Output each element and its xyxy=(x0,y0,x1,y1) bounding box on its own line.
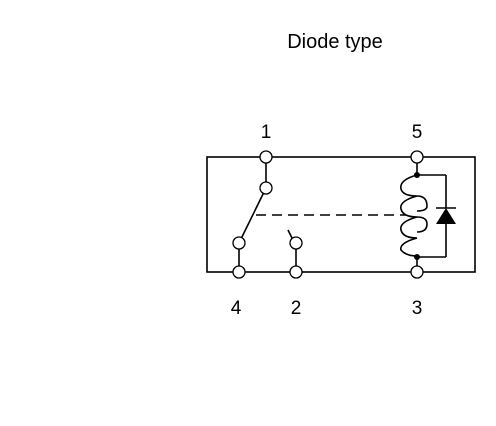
package-outline xyxy=(206,156,476,273)
pin-label-2: 2 xyxy=(291,298,302,319)
terminal-pin-4 xyxy=(232,265,246,279)
diode-triangle-icon xyxy=(436,208,456,224)
terminal-common xyxy=(259,181,273,195)
terminal-contact-2 xyxy=(289,236,303,250)
junction-dot-top xyxy=(414,172,420,178)
pin-label-5: 5 xyxy=(412,122,423,143)
diagram-title: Diode type xyxy=(287,31,383,53)
pin-label-3: 3 xyxy=(412,298,423,319)
junction-dot-bottom xyxy=(414,254,420,260)
terminal-pin-3 xyxy=(410,265,424,279)
pin-label-4: 4 xyxy=(231,298,242,319)
pin-label-1: 1 xyxy=(261,122,272,143)
diode xyxy=(417,174,456,258)
terminal-contact-4 xyxy=(232,236,246,250)
terminal-pin-1 xyxy=(259,150,273,164)
terminal-pin-2 xyxy=(289,265,303,279)
terminal-pin-5 xyxy=(410,150,424,164)
switch-arm xyxy=(238,187,267,244)
coil xyxy=(400,157,428,272)
